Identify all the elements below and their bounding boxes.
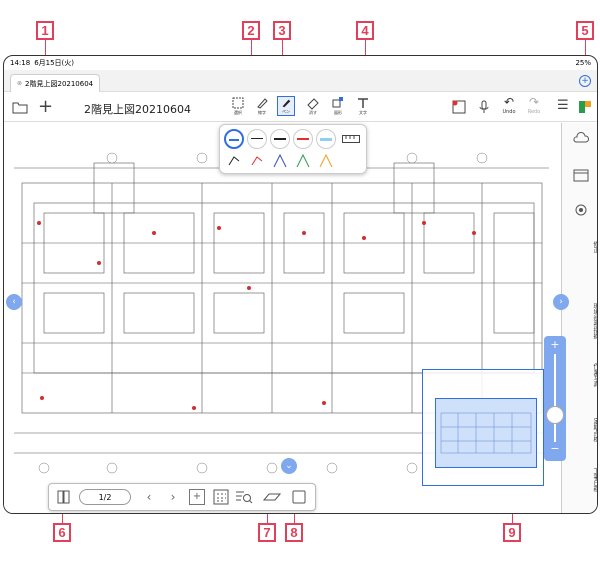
fit-page-icon[interactable] [291,489,307,505]
lasso-black-icon[interactable] [226,153,242,169]
callout-1: 1 [36,21,54,40]
navigation-minimap[interactable] [422,369,544,486]
fit-width-icon[interactable] [263,490,281,504]
marker-icon [257,98,268,109]
status-battery: 25% [575,59,591,67]
add-page-icon[interactable]: + [189,489,205,505]
menu-icon[interactable]: ☰ [557,98,569,113]
tool-select-label: 選択 [234,110,242,115]
zoom-track [554,354,556,442]
tool-eraser[interactable]: 消す [304,96,322,116]
close-tab-icon[interactable]: ⊗ [17,80,23,87]
pen-line-option-3[interactable] [270,129,290,149]
pen-options-popup [219,124,367,174]
right-sidebar: 修正 現場巡視指摘 作業写真 定期点検 工事日程 [561,123,598,513]
page-indicator[interactable]: 1/2 [79,489,131,505]
minimap-viewport[interactable] [435,398,537,468]
redo-button[interactable]: ↷ Redo [525,95,543,116]
zoom-in-icon[interactable]: + [550,338,560,351]
page-grid-icon[interactable] [213,489,229,505]
tool-eraser-label: 消す [309,110,317,115]
callout-8-leader [294,510,295,523]
lasso-red-icon[interactable] [249,153,265,169]
minimap-thumbnail [440,412,532,454]
tool-pen[interactable]: ペン [277,96,295,116]
callout-2: 2 [242,21,260,40]
angle-green-icon[interactable] [295,153,311,169]
callout-7: 7 [258,523,276,542]
tool-pen-label: ペン [282,109,290,114]
tab-row: ⊗ 2階見上図20210604 + [4,70,597,92]
status-date: 6月15日(火) [34,59,75,67]
pen-line-option-4[interactable] [293,129,313,149]
sidebar-item-3[interactable]: 定期点検 [592,418,598,442]
add-icon[interactable]: + [38,96,54,117]
pen-line-option-5[interactable] [316,129,336,149]
pen-line-option-2[interactable] [247,129,267,149]
scroll-down-button[interactable]: ⌄ [281,458,297,474]
status-time: 14:18 [10,59,31,67]
angle-orange-icon[interactable] [318,153,334,169]
shape-icon [332,97,343,108]
sidebar-item-4[interactable]: 工事日程 [592,468,598,492]
prev-page-icon[interactable]: ‹ [146,490,152,504]
next-page-icon[interactable]: › [170,490,176,504]
redo-icon: ↷ [528,95,540,109]
cloud-upload-icon[interactable] [573,131,589,145]
text-icon [358,98,368,108]
callout-6: 6 [53,523,71,542]
sidebar-item-2[interactable]: 作業写真 [592,363,598,387]
app-logo-icon [579,101,591,113]
tool-marker[interactable]: 線字 [253,96,271,116]
angle-blue-icon[interactable] [272,153,288,169]
tool-text[interactable]: 文字 [354,96,372,116]
folder-icon[interactable] [12,100,28,114]
page-list-icon[interactable] [57,489,73,505]
pen-icon [282,99,291,108]
tool-text-label: 文字 [359,110,367,115]
sidebar-active-indicator [597,125,598,153]
zoom-thumb[interactable] [546,406,564,424]
select-icon [232,97,244,109]
sidebar-item-1[interactable]: 現場巡視指摘 [592,303,598,339]
pen-settings-icon[interactable] [452,100,466,114]
microphone-icon[interactable] [478,100,490,114]
page-search-icon[interactable] [235,489,253,505]
callout-4: 4 [356,21,374,40]
undo-button[interactable]: ↶ Undo [500,95,518,116]
drawing-canvas[interactable] [4,123,559,513]
tablet-screen: 14:18 6月15日(火) 25% ⊗ 2階見上図20210604 + + 2… [3,55,598,514]
prev-area-button[interactable]: ‹ [6,294,22,310]
tool-select[interactable]: 選択 [229,96,247,116]
callout-9: 9 [503,523,521,542]
document-tab[interactable]: ⊗ 2階見上図20210604 [10,74,101,92]
eraser-icon [307,98,319,110]
document-tab-label: 2階見上図20210604 [25,79,94,88]
add-tab-icon[interactable]: + [579,75,591,87]
pen-line-option-1[interactable] [224,129,244,149]
settings-icon[interactable] [573,203,589,217]
callout-7-leader [267,510,268,523]
zoom-slider[interactable]: + − [544,336,566,461]
undo-label: Undo [502,109,516,115]
tool-shape[interactable]: 図形 [329,96,347,116]
callout-8: 8 [285,523,303,542]
tool-shape-label: 図形 [334,110,342,115]
redo-label: Redo [527,109,541,115]
calendar-icon[interactable] [573,168,589,182]
callout-3: 3 [273,21,291,40]
sidebar-item-0[interactable]: 修正 [592,241,598,253]
tool-marker-label: 線字 [258,110,266,115]
status-bar: 14:18 6月15日(火) 25% [4,56,597,70]
bottom-toolbar: 1/2 ‹ › + [48,483,316,511]
ruler-icon[interactable] [342,135,360,143]
main-toolbar: + 2階見上図20210604 選択 線字 ペン 消す 図形 文字 ↶ [4,92,597,122]
undo-icon: ↶ [503,95,515,109]
zoom-out-icon[interactable]: − [550,442,560,455]
document-title: 2階見上図20210604 [84,103,191,116]
next-area-button[interactable]: › [553,294,569,310]
callout-6-leader [62,510,63,523]
callout-5: 5 [576,21,594,40]
